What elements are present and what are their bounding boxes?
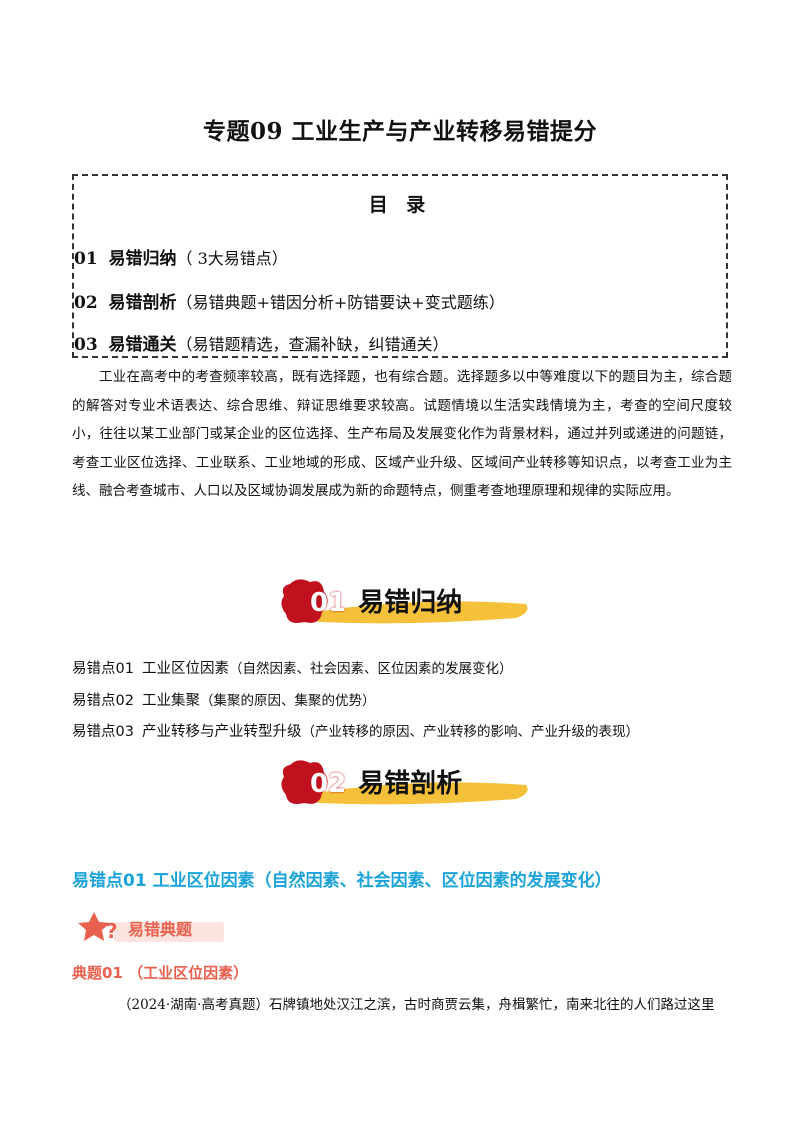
error-point-title: 工业集聚 xyxy=(141,693,200,709)
error-point-description: （自然因素、社会因素、区位因素的发展变化） xyxy=(228,661,513,677)
banner-title: 易错剖析 xyxy=(358,769,463,799)
toc-item-description: （ 3大易错点） xyxy=(176,249,288,268)
toc-item-title: 易错归纳 xyxy=(108,249,177,269)
page-title: 专题09 工业生产与产业转移易错提分 xyxy=(202,118,597,145)
example-heading: 典题01 （工业区位因素） xyxy=(72,964,249,982)
error-point-title: 工业区位因素 xyxy=(141,661,229,677)
toc-item-number: 02 xyxy=(74,293,98,313)
svg-text:?: ? xyxy=(106,919,118,943)
toc-item-description: （易错题精选，查漏补缺，纠错通关） xyxy=(176,335,449,354)
error-point-title: 产业转移与产业转型升级 xyxy=(141,724,302,740)
banner-brush-icon xyxy=(281,579,528,624)
error-point-label: 易错点03 xyxy=(72,724,134,740)
intro-paragraph: 工业在高考中的考查频率较高，既有选择题，也有综合题。选择题多以中等难度以下的题目… xyxy=(72,369,732,499)
toc-item: 01 易错归纳（ 3大易错点） xyxy=(74,244,288,269)
toc-item-number: 01 xyxy=(74,249,98,269)
banner-label: 01 易错归纳 xyxy=(310,582,462,619)
sub-banner-label: 易错典题 xyxy=(128,920,193,939)
question-text: （2024·湖南·高考真题）石牌镇地处汉江之滨，古时商贾云集，舟楫繁忙，南来北往… xyxy=(118,997,715,1013)
toc-item-description: （易错典题+错因分析+防错要诀+变式题练） xyxy=(176,293,505,312)
toc-item-title: 易错通关 xyxy=(108,335,177,355)
toc-item-number: 03 xyxy=(74,335,98,355)
error-point-description: （集聚的原因、集聚的优势） xyxy=(199,693,376,709)
error-point-item: 易错点02 工业集聚（集聚的原因、集聚的优势） xyxy=(72,689,375,710)
banner-number: 01 xyxy=(310,588,347,618)
banner-label: 02 易错剖析 xyxy=(310,763,462,800)
toc-item-title: 易错剖析 xyxy=(108,293,177,313)
star-question-icon: ? xyxy=(78,912,224,943)
banner-title: 易错归纳 xyxy=(358,588,463,618)
error-point-description: （产业转移的原因、产业转移的影响、产业升级的表现） xyxy=(301,724,639,740)
error-point-label: 易错点01 xyxy=(72,661,134,677)
toc-heading: 目 录 xyxy=(368,194,432,216)
error-point-item: 易错点03 产业转移与产业转型升级（产业转移的原因、产业转移的影响、产业升级的表现… xyxy=(72,720,639,741)
error-point-item: 易错点01 工业区位因素（自然因素、社会因素、区位因素的发展变化） xyxy=(72,657,512,678)
banner-brush-icon xyxy=(281,760,528,805)
toc-item: 03 易错通关（易错题精选，查漏补缺，纠错通关） xyxy=(74,330,449,355)
toc-item: 02 易错剖析（易错典题+错因分析+防错要诀+变式题练） xyxy=(74,288,505,313)
banner-number: 02 xyxy=(310,769,347,799)
section-banner-01: 01 易错归纳 xyxy=(276,574,536,630)
error-point-label: 易错点02 xyxy=(72,693,134,709)
section-heading: 易错点01 工业区位因素（自然因素、社会因素、区位因素的发展变化） xyxy=(72,871,612,891)
sub-banner-typical-question: ? 易错典题 xyxy=(76,908,226,946)
section-banner-02: 02 易错剖析 xyxy=(276,755,536,811)
table-of-contents: 目 录 01 易错归纳（ 3大易错点） 02 易错剖析（易错典题+错因分析+防错… xyxy=(72,174,728,358)
